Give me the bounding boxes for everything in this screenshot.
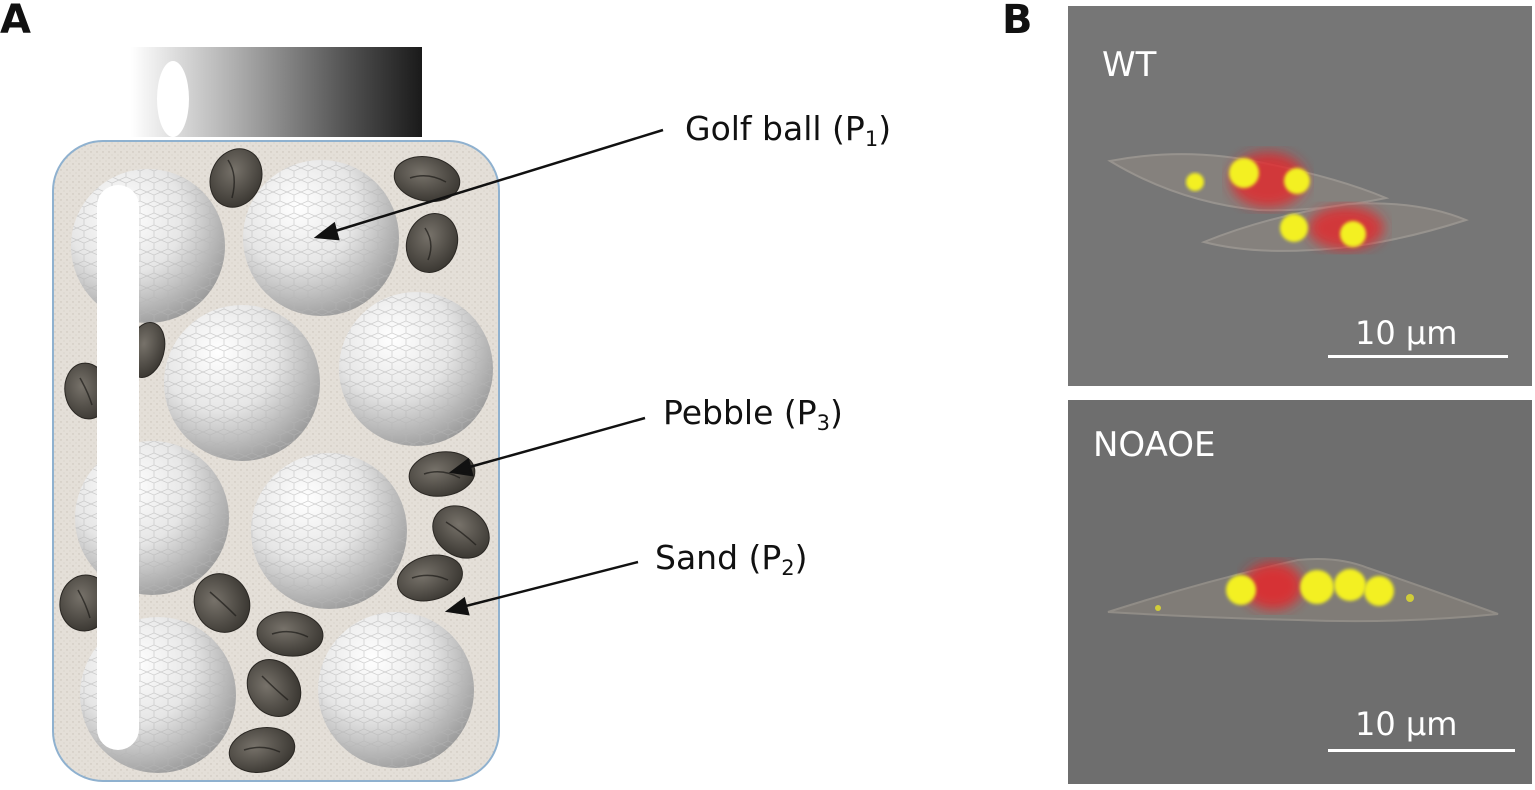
- noaoe-lipid-body: [1334, 569, 1366, 601]
- pebble: [405, 213, 459, 273]
- golf-ball-arrowhead: [313, 221, 340, 241]
- panel-b-letter: B: [1002, 0, 1033, 43]
- sand-arrowhead: [444, 596, 470, 616]
- noaoe-lipid-body: [1226, 575, 1256, 605]
- micrograph-wt: WT 10 µm: [1068, 6, 1532, 386]
- pebble-arrowhead: [448, 457, 474, 477]
- wt-scale-bar: [1328, 355, 1508, 358]
- sand-label: Sand (P2): [655, 538, 808, 580]
- noaoe-lipid-body: [1364, 576, 1394, 606]
- pebble: [393, 156, 461, 202]
- golf-ball-label: Golf ball (P1): [685, 109, 892, 151]
- pebble-label: Pebble (P3): [663, 393, 843, 435]
- pebble: [408, 451, 476, 497]
- wt-lipid-body: [1284, 168, 1310, 194]
- wt-cells: [1107, 152, 1469, 252]
- noaoe-lipid-body: [1300, 570, 1334, 604]
- pebble: [228, 727, 296, 773]
- label-arrows: [313, 128, 664, 616]
- pebble-texture: [77, 159, 477, 753]
- golf-ball-6: [251, 453, 407, 609]
- noaoe-scale-label: 10 µm: [1355, 705, 1458, 743]
- lid-highlight: [157, 61, 189, 137]
- pebble: [209, 148, 263, 208]
- golf-ball-arrow-line: [331, 128, 664, 234]
- noaoe-scale-bar: [1328, 749, 1515, 752]
- wt-lipid-body: [1229, 158, 1259, 188]
- pebble: [397, 554, 463, 602]
- golf-ball-4: [339, 292, 493, 446]
- pebble: [256, 611, 324, 657]
- pebble-arrow-line: [465, 416, 646, 470]
- panel-a-letter: A: [0, 0, 31, 43]
- golf-ball-1: [71, 169, 225, 323]
- wt-lipid-body: [1340, 221, 1366, 247]
- noaoe-lipid-body: [1406, 594, 1414, 602]
- noaoe-cells: [1107, 558, 1499, 623]
- jar-illustration: [52, 47, 664, 782]
- sand-arrow-line: [461, 560, 639, 609]
- wt-lipid-body: [1280, 214, 1308, 242]
- jar-tube: [97, 185, 139, 750]
- noaoe-label: NOAOE: [1093, 425, 1216, 465]
- noaoe-lipid-body: [1155, 605, 1161, 611]
- wt-label: WT: [1102, 45, 1157, 85]
- noaoe-chloroplast: [1243, 562, 1303, 610]
- golf-ball-3: [164, 305, 320, 461]
- wt-lipid-body: [1186, 173, 1204, 191]
- micrograph-noaoe: NOAOE 10 µm: [1068, 400, 1532, 784]
- golf-ball-8: [318, 612, 474, 768]
- wt-scale-label: 10 µm: [1355, 314, 1458, 352]
